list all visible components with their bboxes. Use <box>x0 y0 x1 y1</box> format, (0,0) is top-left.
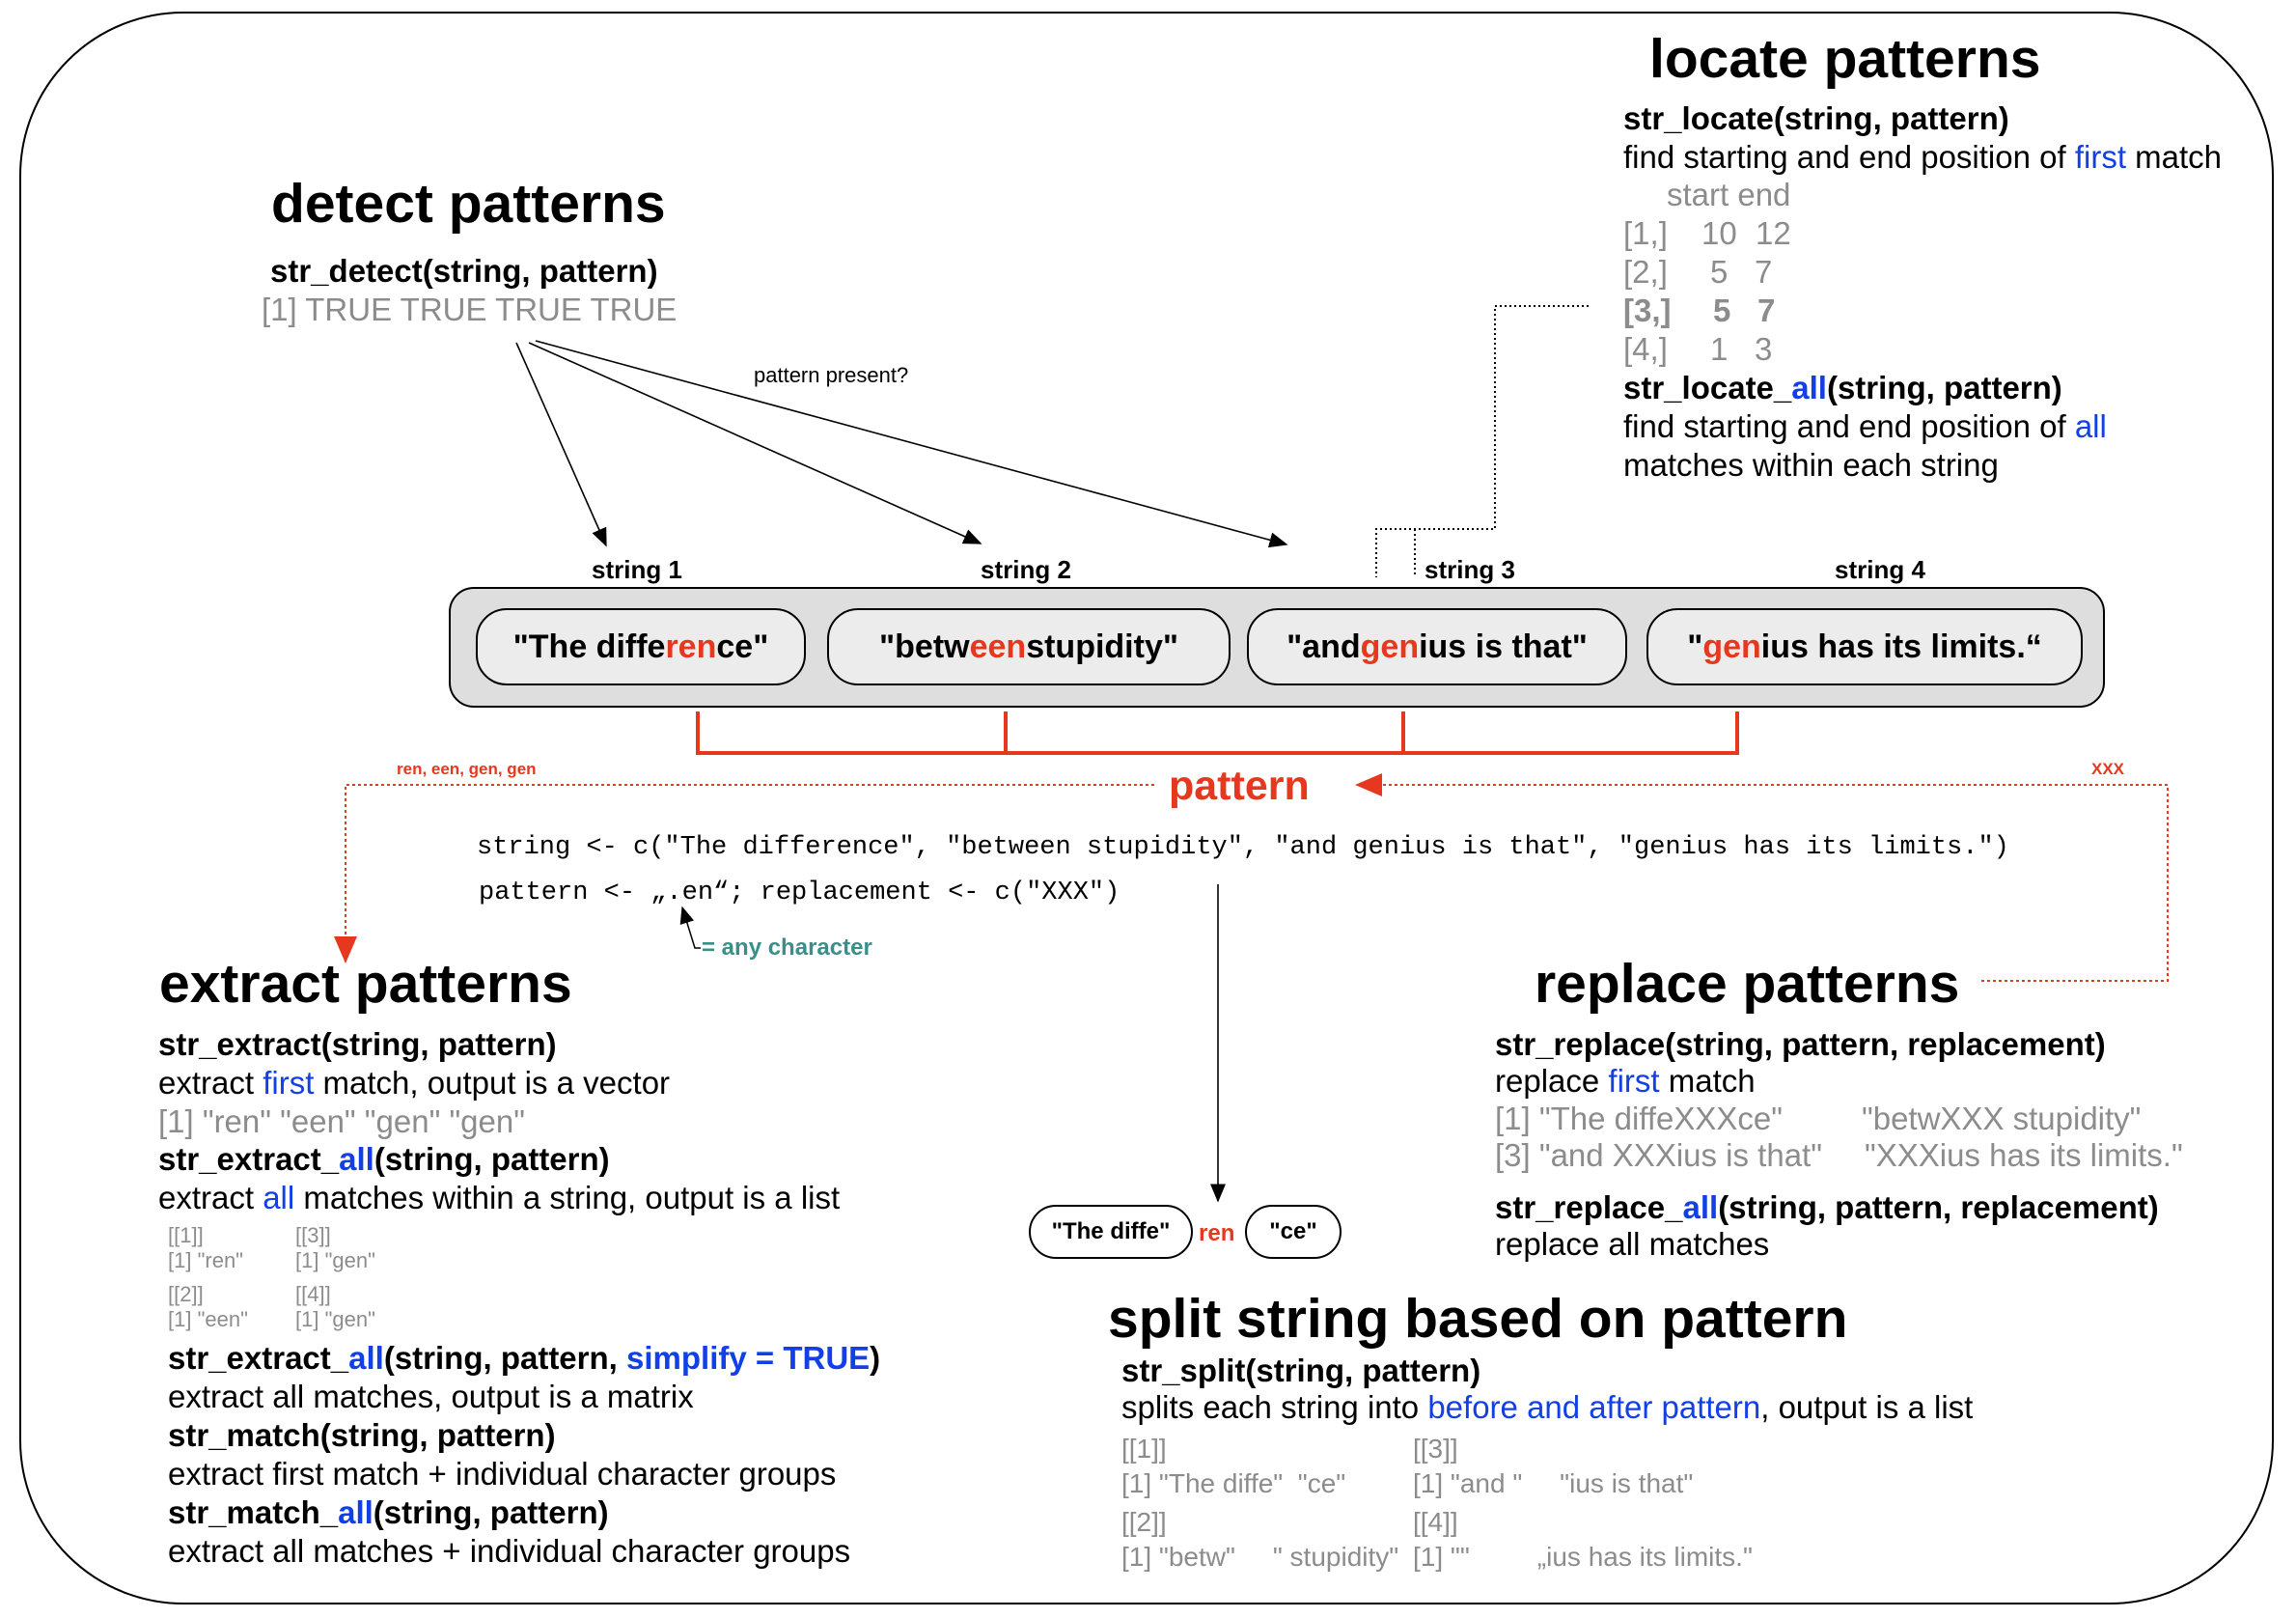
list-index: [[2]] <box>168 1282 204 1306</box>
extract-description: extract first match, output is a vector <box>158 1065 671 1101</box>
split-example-right: "ce" <box>1245 1205 1342 1259</box>
detect-title: detect patterns <box>271 173 666 235</box>
list-index: [[3]] <box>295 1223 331 1247</box>
locate-row-idx: [3,] <box>1623 293 1672 328</box>
match-all-function: str_match_all(string, pattern) <box>168 1494 609 1530</box>
code-line-pattern: pattern <- „.en“; replacement <- c("XXX"… <box>479 879 1120 907</box>
locate-title: locate patterns <box>1649 28 2041 90</box>
detect-arrow-label: pattern present? <box>754 363 909 387</box>
replace-output: "betwXXX stupidity" <box>1862 1101 2142 1136</box>
string-label: string 2 <box>981 555 1071 584</box>
string-label: string 3 <box>1425 555 1515 584</box>
extract-all-description: extract all matches within a string, out… <box>158 1180 841 1215</box>
locate-table-header: start end <box>1667 177 1791 212</box>
extract-connector <box>334 784 1154 963</box>
list-value: [1] "betw" " stupidity" <box>1121 1542 1399 1572</box>
locate-connector <box>1375 305 1589 577</box>
detect-arrow-1 <box>515 342 607 547</box>
extract-simplify-function: str_extract_all(string, pattern, simplif… <box>168 1340 881 1376</box>
locate-all-description-line2: matches within each string <box>1623 447 1999 483</box>
locate-row-end: 3 <box>1755 331 1773 367</box>
list-index: [[3]] <box>1413 1434 1458 1464</box>
locate-function: str_locate(string, pattern) <box>1623 100 2009 136</box>
locate-all-description: find starting and end position of all <box>1623 408 2107 444</box>
string-label: string 1 <box>592 555 682 584</box>
string-label: string 4 <box>1835 555 1925 584</box>
detect-arrow-3 <box>535 340 1288 548</box>
locate-row-end: 7 <box>1757 293 1776 328</box>
split-title: split string based on pattern <box>1108 1288 1848 1350</box>
locate-all-function: str_locate_all(string, pattern) <box>1623 370 2062 405</box>
replace-connector <box>1355 773 2169 982</box>
replace-output: [1] "The diffeXXXce" <box>1495 1101 1783 1136</box>
list-index: [[4]] <box>295 1282 331 1306</box>
pattern-bracket <box>696 711 1739 755</box>
locate-row-idx: [1,] <box>1623 215 1668 251</box>
extract-function: str_extract(string, pattern) <box>158 1026 557 1062</box>
list-index: [[1]] <box>1121 1434 1167 1464</box>
locate-row-idx: [4,] <box>1623 331 1668 367</box>
locate-row-start: 5 <box>1710 254 1729 290</box>
list-index: [[1]] <box>168 1223 204 1247</box>
list-index: [[2]] <box>1121 1507 1167 1537</box>
list-value: [1] "The diffe" "ce" <box>1121 1468 1346 1498</box>
detect-output: [1] TRUE TRUE TRUE TRUE <box>262 292 678 327</box>
split-example-left: "The diffe" <box>1029 1205 1193 1259</box>
replace-output: [3] "and XXXius is that" <box>1495 1137 1822 1173</box>
split-function: str_split(string, pattern) <box>1121 1353 1481 1388</box>
outer-frame <box>19 12 2274 1604</box>
locate-row-start: 1 <box>1710 331 1729 367</box>
locate-row-start: 5 <box>1713 293 1731 328</box>
replace-title: replace patterns <box>1535 953 1960 1015</box>
split-description: splits each string into before and after… <box>1121 1389 1974 1425</box>
pattern-matches-note: ren, een, gen, gen <box>397 760 537 778</box>
match-all-description: extract all matches + individual charact… <box>168 1533 851 1569</box>
list-value: [1] "" „ius has its limits." <box>1413 1542 1753 1572</box>
locate-row-start: 10 <box>1701 215 1737 251</box>
replace-all-function: str_replace_all(string, pattern, replace… <box>1495 1189 2159 1225</box>
list-value: [1] "gen" <box>295 1307 375 1331</box>
replace-function: str_replace(string, pattern, replacement… <box>1495 1026 2106 1062</box>
locate-row-end: 7 <box>1755 254 1773 290</box>
pattern-label: pattern <box>1169 763 1310 809</box>
replace-all-description: replace all matches <box>1495 1226 1770 1262</box>
replace-output: "XXXius has its limits." <box>1865 1137 2183 1173</box>
extract-title: extract patterns <box>159 953 572 1015</box>
match-function: str_match(string, pattern) <box>168 1417 556 1453</box>
list-index: [[4]] <box>1413 1507 1458 1537</box>
any-character-note: = any character <box>702 935 872 961</box>
any-char-arrow <box>679 906 701 949</box>
split-example-pattern: ren <box>1199 1220 1235 1246</box>
list-value: [1] "een" <box>168 1307 248 1331</box>
extract-simplify-description: extract all matches, output is a matrix <box>168 1379 694 1414</box>
list-value: [1] "and " "ius is that" <box>1413 1468 1694 1498</box>
extract-output: [1] "ren" "een" "gen" "gen" <box>158 1103 525 1139</box>
detect-arrow-2 <box>528 342 982 544</box>
code-line-string: string <- c("The difference", "between s… <box>477 833 2009 862</box>
list-value: [1] "ren" <box>168 1248 243 1272</box>
detect-function: str_detect(string, pattern) <box>270 253 658 289</box>
list-value: [1] "gen" <box>295 1248 375 1272</box>
replacement-note: XXX <box>2091 760 2125 778</box>
replace-description: replace first match <box>1495 1063 1756 1099</box>
locate-row-idx: [2,] <box>1623 254 1668 290</box>
match-description: extract first match + individual charact… <box>168 1456 837 1492</box>
locate-row-end: 12 <box>1756 215 1791 251</box>
locate-description: find starting and end position of first … <box>1623 139 2223 175</box>
extract-all-function: str_extract_all(string, pattern) <box>158 1141 610 1177</box>
